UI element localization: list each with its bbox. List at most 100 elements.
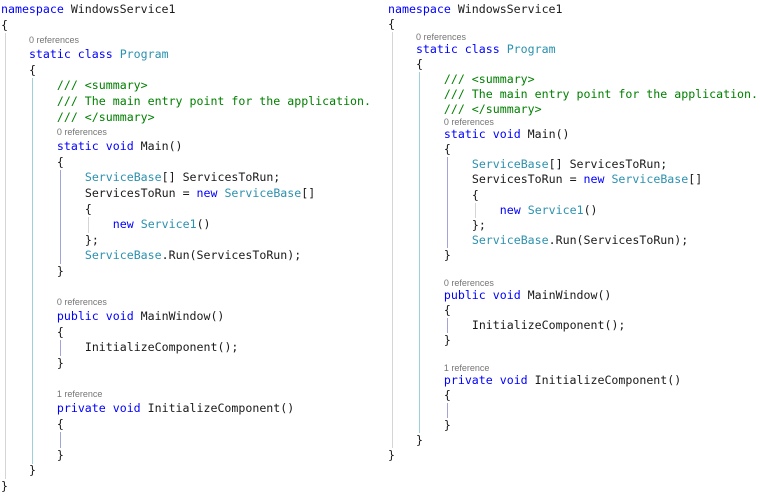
code-line[interactable]: ServiceBase.Run(ServicesToRun);	[387, 233, 760, 248]
blank-code-line[interactable]	[387, 263, 760, 278]
code-line[interactable]: static class Program	[387, 42, 760, 57]
code-line[interactable]: }	[387, 333, 760, 348]
code-line[interactable]: {	[0, 18, 380, 34]
code-line[interactable]: ServiceBase[] ServicesToRun;	[0, 170, 380, 186]
code-line[interactable]: }	[0, 264, 380, 280]
blank-code-line[interactable]	[0, 280, 380, 296]
code-line[interactable]: /// </summary>	[387, 102, 760, 117]
token-plain: };	[471, 217, 486, 232]
code-line[interactable]: {	[387, 57, 760, 72]
token-kw: public void	[56, 309, 141, 324]
token-type: ServiceBase	[471, 232, 549, 247]
codelens-label[interactable]: 0 references	[28, 35, 79, 46]
codelens-reference-count[interactable]: 0 references	[0, 125, 380, 139]
codelens-label[interactable]: 0 references	[56, 127, 107, 138]
code-line[interactable]: {	[387, 188, 760, 203]
codelens-reference-count[interactable]: 0 references	[387, 117, 760, 127]
codelens-label[interactable]: 0 references	[443, 277, 494, 288]
code-line[interactable]: {	[387, 142, 760, 157]
code-line[interactable]: public void MainWindow()	[387, 288, 760, 303]
token-plain: }	[443, 247, 451, 262]
codelens-reference-count[interactable]: 0 references	[387, 278, 760, 288]
blank-code-line[interactable]	[0, 371, 380, 387]
token-kw: new	[499, 202, 528, 217]
blank-code-line[interactable]	[387, 403, 760, 418]
code-line[interactable]: }	[0, 463, 380, 479]
code-line[interactable]: }	[387, 433, 760, 448]
token-kw: private void	[443, 373, 535, 388]
code-line[interactable]: new Service1()	[387, 203, 760, 218]
blank-code-line[interactable]	[387, 348, 760, 363]
codelens-label[interactable]: 0 references	[415, 32, 466, 43]
token-plain: [] ServicesToRun;	[548, 157, 668, 172]
token-comment: /// </summary>	[443, 102, 542, 117]
token-plain: InitializeComponent()	[147, 401, 295, 416]
code-line[interactable]: }	[387, 418, 760, 433]
code-line[interactable]: };	[0, 233, 380, 249]
token-plain: }	[56, 447, 64, 462]
token-plain: MainWindow()	[140, 309, 225, 324]
code-line[interactable]: ServicesToRun = new ServiceBase[]	[0, 186, 380, 202]
token-plain: .Run(ServicesToRun);	[548, 232, 689, 247]
token-type: ServiceBase	[471, 157, 549, 172]
codelens-reference-count[interactable]: 0 references	[0, 33, 380, 47]
code-line[interactable]: public void MainWindow()	[0, 309, 380, 325]
codelens-reference-count[interactable]: 0 references	[387, 32, 760, 42]
code-line[interactable]: }	[0, 448, 380, 464]
code-line[interactable]: /// <summary>	[387, 72, 760, 87]
code-line[interactable]: static class Program	[0, 47, 380, 63]
token-plain: {	[443, 388, 451, 403]
code-line[interactable]: {	[0, 202, 380, 218]
token-kw: new	[583, 172, 612, 187]
code-line[interactable]: {	[0, 155, 380, 171]
token-plain: InitializeComponent();	[471, 317, 626, 332]
token-plain: }	[388, 448, 395, 463]
code-line[interactable]: }	[0, 479, 380, 495]
token-kw: namespace	[1, 2, 71, 16]
token-plain: Main()	[527, 127, 570, 142]
code-line[interactable]: }	[387, 248, 760, 263]
code-line[interactable]: namespace WindowsService1	[387, 2, 760, 17]
code-line[interactable]: ServicesToRun = new ServiceBase[]	[387, 172, 760, 187]
code-line[interactable]: InitializeComponent();	[0, 340, 380, 356]
codelens-label[interactable]: 0 references	[443, 117, 494, 128]
code-line[interactable]: {	[387, 17, 760, 32]
code-line[interactable]: ServiceBase[] ServicesToRun;	[387, 157, 760, 172]
code-line[interactable]: namespace WindowsService1	[0, 2, 380, 18]
code-line[interactable]: private void InitializeComponent()	[0, 401, 380, 417]
codelens-reference-count[interactable]: 1 reference	[0, 387, 380, 401]
codelens-label[interactable]: 0 references	[56, 297, 107, 308]
code-line[interactable]: ServiceBase.Run(ServicesToRun);	[0, 248, 380, 264]
token-plain: Main()	[140, 139, 183, 154]
token-type: ServiceBase	[224, 185, 302, 200]
token-plain: InitializeComponent()	[534, 373, 682, 388]
codelens-label[interactable]: 1 reference	[56, 389, 103, 400]
code-line[interactable]: new Service1()	[0, 217, 380, 233]
token-plain: {	[56, 416, 64, 431]
blank-code-line[interactable]	[0, 432, 380, 448]
code-line[interactable]: /// The main entry point for the applica…	[0, 94, 380, 110]
token-plain: .Run(ServicesToRun);	[161, 248, 302, 263]
code-line[interactable]: /// <summary>	[0, 78, 380, 94]
code-line[interactable]: {	[387, 388, 760, 403]
code-line[interactable]: static void Main()	[0, 139, 380, 155]
code-line[interactable]: }	[387, 448, 760, 463]
code-line[interactable]: {	[0, 63, 380, 79]
code-line[interactable]: {	[0, 325, 380, 341]
code-line[interactable]: };	[387, 218, 760, 233]
codelens-label[interactable]: 1 reference	[443, 363, 490, 374]
code-line[interactable]: {	[0, 417, 380, 433]
code-line[interactable]: static void Main()	[387, 127, 760, 142]
code-line[interactable]: /// The main entry point for the applica…	[387, 87, 760, 102]
code-line[interactable]: }	[0, 356, 380, 372]
code-line[interactable]: private void InitializeComponent()	[387, 373, 760, 388]
codelens-reference-count[interactable]: 0 references	[0, 295, 380, 309]
codelens-reference-count[interactable]: 1 reference	[387, 363, 760, 373]
code-line[interactable]: /// </summary>	[0, 110, 380, 126]
token-plain: ServicesToRun =	[471, 172, 584, 187]
code-line[interactable]: {	[387, 303, 760, 318]
code-line[interactable]: InitializeComponent();	[387, 318, 760, 333]
token-kw: new	[112, 217, 141, 232]
